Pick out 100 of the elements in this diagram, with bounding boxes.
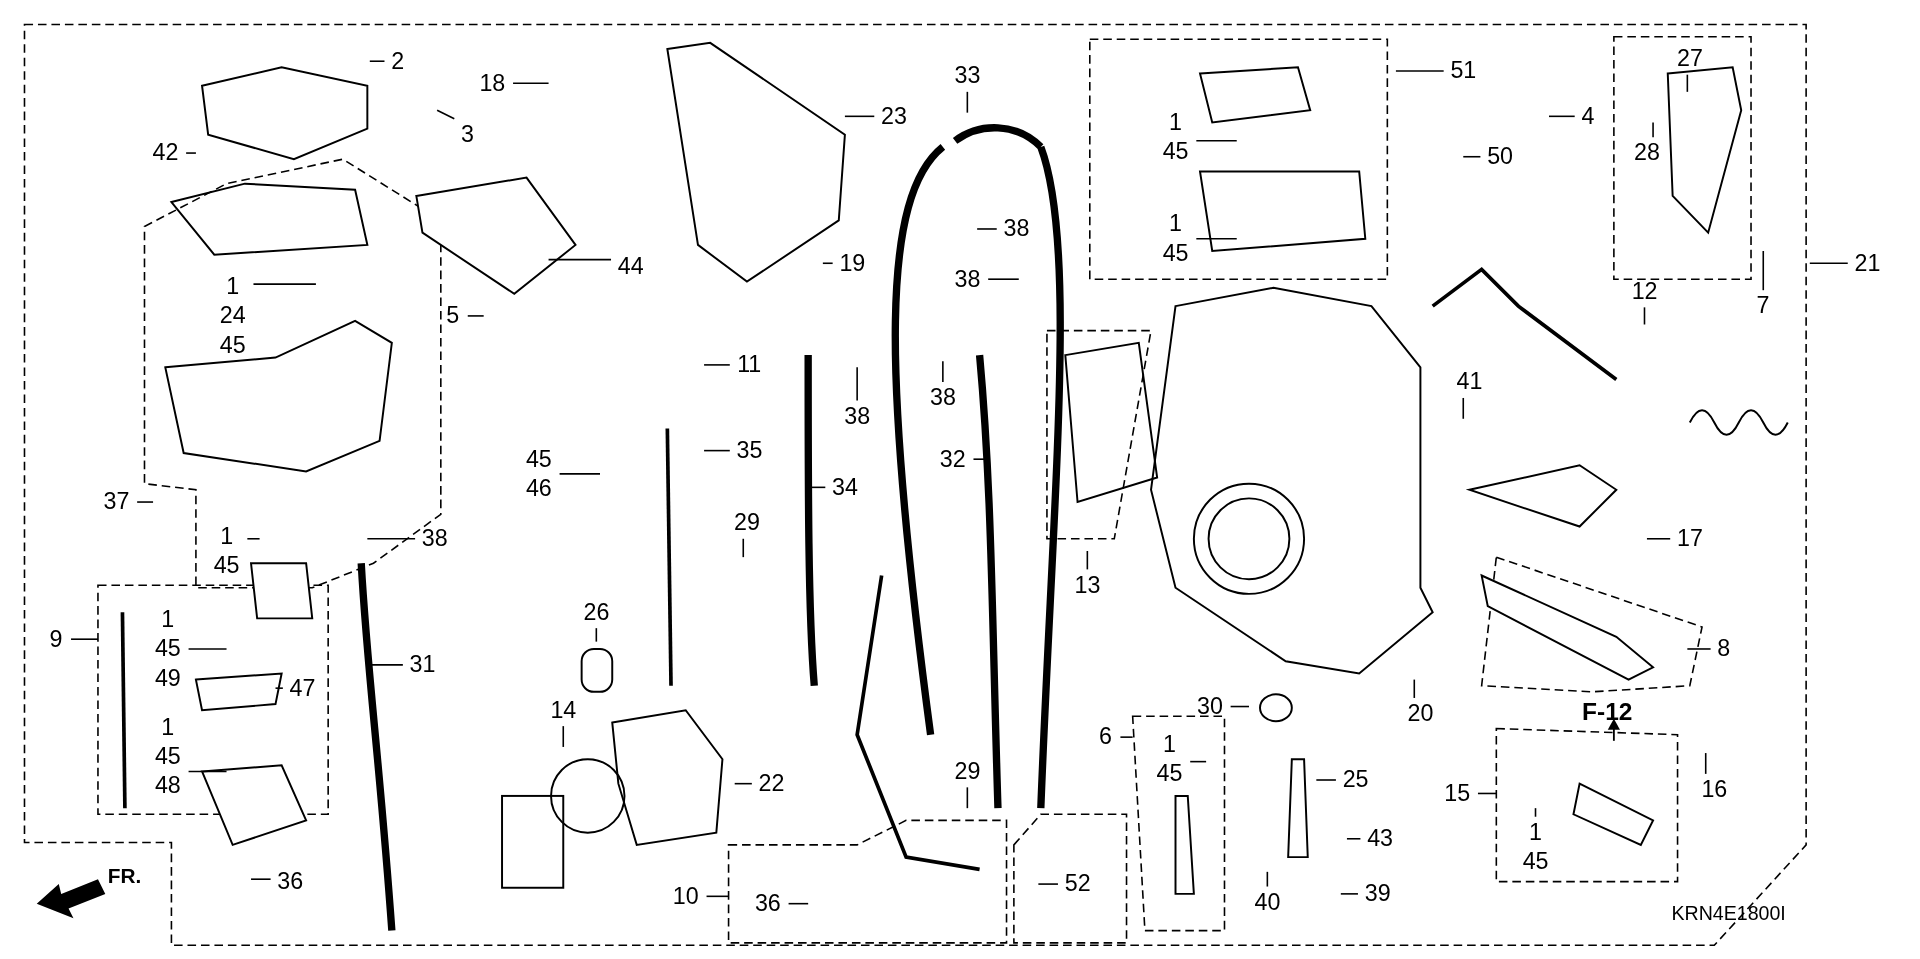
leader-line — [1195, 238, 1238, 240]
callout-number: 50 — [1487, 142, 1514, 171]
leader-line — [703, 364, 731, 366]
leader-line — [1643, 306, 1646, 326]
leader-line — [1195, 140, 1238, 142]
leader-line — [809, 486, 827, 489]
leader-line — [558, 473, 601, 475]
leader-line — [252, 283, 317, 285]
callout-number: 8 — [1717, 634, 1731, 664]
leader-line — [436, 109, 456, 120]
callout-number: 35 — [736, 436, 763, 465]
callout-number: 6 — [1099, 722, 1112, 752]
callout-number: 47 — [289, 673, 316, 703]
callout-number: 29 — [954, 756, 981, 786]
callout-number: 23 — [881, 101, 907, 131]
leader-line — [136, 501, 154, 503]
leader-line — [1462, 397, 1465, 420]
callout-number: 2 — [391, 46, 405, 76]
leader-line — [1395, 70, 1445, 72]
callout-number: 37 — [103, 487, 130, 517]
leader-line — [366, 538, 416, 540]
leader-line — [185, 152, 197, 154]
callout-number: 7 — [1756, 291, 1770, 321]
leader-line — [742, 538, 745, 558]
leader-line — [1686, 73, 1689, 93]
leader-line — [1340, 893, 1359, 895]
leader-line — [703, 449, 731, 452]
leader-line — [1119, 736, 1134, 738]
leader-line — [856, 366, 858, 402]
leader-line — [1686, 648, 1712, 650]
callout-number: 1 — [161, 712, 175, 742]
callout-number: 38 — [1003, 214, 1030, 244]
front-direction-label: FR. — [107, 864, 142, 889]
callout-number: 1 — [1169, 108, 1183, 137]
leader-line — [1646, 538, 1671, 540]
callout-number: 43 — [1367, 824, 1394, 853]
callout-number: 30 — [1196, 692, 1223, 721]
leader-line — [512, 82, 550, 85]
callout-number: 45 — [1522, 847, 1549, 877]
callout-number: 39 — [1364, 879, 1391, 909]
callout-number: 36 — [754, 889, 781, 918]
callout-number: 45 — [213, 551, 240, 580]
callout-number: 19 — [839, 248, 866, 278]
callout-number: 36 — [277, 867, 304, 896]
callout-number: 45 — [1162, 239, 1189, 268]
leader-line — [187, 648, 228, 650]
leader-line — [1037, 883, 1059, 885]
callout-number: 1 — [1529, 818, 1543, 847]
leader-line — [1413, 678, 1416, 699]
leader-line — [787, 902, 809, 905]
callout-number: 3 — [461, 120, 474, 149]
leader-line — [972, 458, 987, 460]
callout-number: 45 — [1162, 137, 1189, 167]
callout-number: 5 — [446, 301, 460, 331]
callout-number: 45 — [154, 742, 181, 771]
callout-number: 38 — [421, 524, 448, 553]
diagram-code: KRN4E1800I — [1671, 902, 1786, 925]
leader-line — [844, 115, 876, 118]
callout-number: 31 — [409, 650, 436, 680]
leader-line — [1086, 550, 1089, 571]
leader-line — [1704, 752, 1707, 775]
f-reference-label: F-12 — [1582, 697, 1633, 727]
leader-line — [1189, 760, 1207, 763]
callout-number: 15 — [1444, 779, 1471, 808]
callout-number: 16 — [1701, 775, 1728, 805]
callout-number: 1 — [161, 605, 175, 634]
callout-number: 45 — [154, 634, 181, 664]
callout-number: 41 — [1456, 367, 1483, 397]
leader-line — [1346, 838, 1362, 840]
leader-line — [822, 262, 834, 265]
leader-line — [595, 627, 598, 643]
callout-number: 25 — [1342, 765, 1369, 795]
callout-number: 22 — [758, 769, 785, 798]
callout-number: 1 — [1169, 209, 1183, 239]
callout-number: 29 — [734, 508, 760, 538]
leader-line — [1548, 115, 1576, 118]
leader-line — [250, 878, 272, 880]
callout-number: 40 — [1254, 888, 1281, 917]
leader-line — [1652, 121, 1654, 138]
leader-line — [1315, 779, 1337, 781]
leader-line — [976, 228, 998, 230]
callout-number: 21 — [1854, 248, 1881, 278]
leader-line — [274, 687, 284, 689]
callout-number: 44 — [617, 252, 644, 282]
callout-number: 33 — [954, 61, 981, 91]
callout-number: 27 — [1676, 44, 1703, 73]
callout-number: 18 — [479, 68, 506, 98]
callout-number: 20 — [1407, 699, 1434, 729]
leader-line — [1534, 807, 1537, 818]
leader-line — [705, 895, 730, 898]
callout-number: 45 — [525, 444, 552, 474]
callout-number: 45 — [1156, 759, 1183, 789]
leader-line — [466, 315, 485, 317]
callout-number: 49 — [154, 663, 181, 693]
leader-line — [966, 786, 969, 809]
leader-line — [1762, 250, 1765, 291]
leader-line — [966, 91, 969, 114]
callout-number: 10 — [672, 881, 699, 911]
callout-number: 24 — [219, 301, 246, 331]
callout-number: 38 — [844, 401, 871, 431]
